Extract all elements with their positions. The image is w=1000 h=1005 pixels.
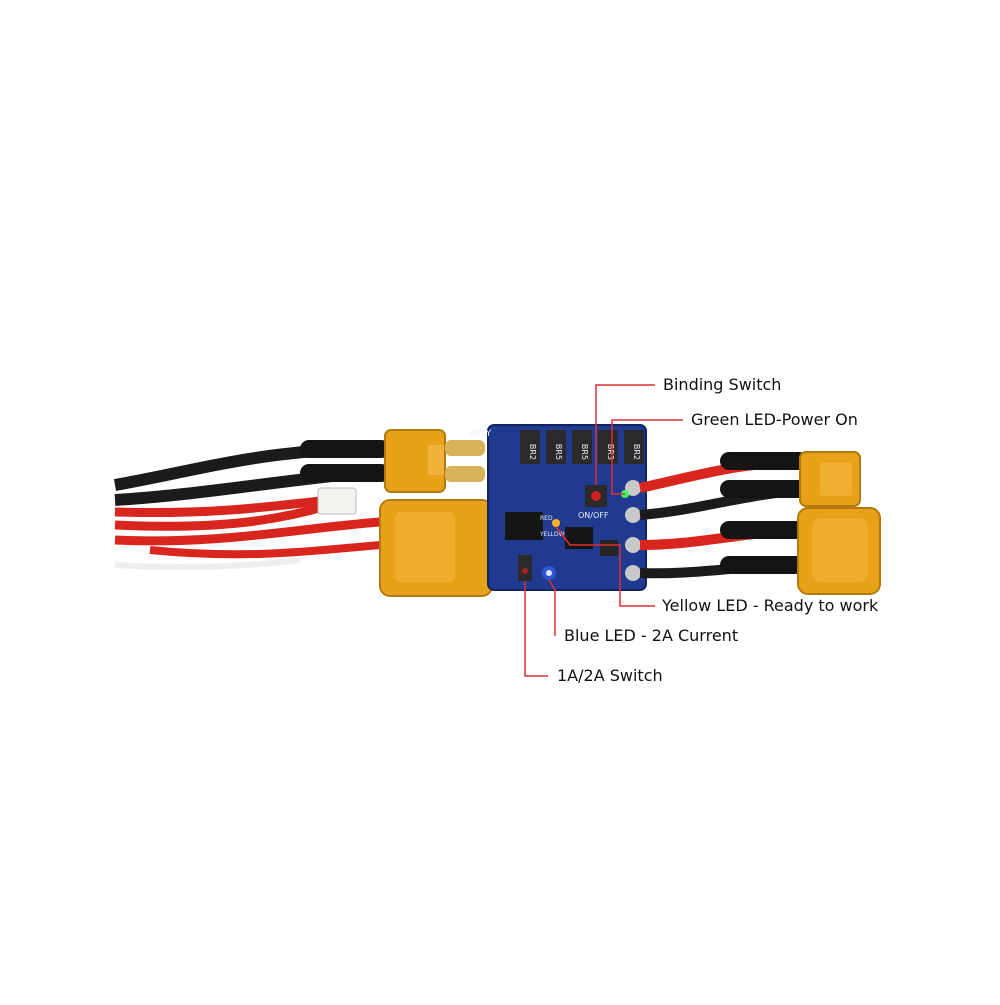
heat-shrink — [300, 440, 390, 458]
callout-leaders — [524, 384, 683, 677]
onoff-label: ON/OFF — [578, 511, 609, 520]
yellow-led-label: YELLOW — [539, 531, 565, 538]
red-led-label: RED — [540, 515, 553, 522]
callout-yellow-led: Yellow LED - Ready to work — [662, 596, 879, 615]
callout-1a2a-switch: 1A/2A Switch — [557, 666, 663, 685]
resistor-label: BR3 — [606, 444, 615, 460]
leader-green-led — [611, 419, 683, 495]
callout-binding-switch: Binding Switch — [663, 375, 782, 394]
resistor-label: BR2 — [632, 444, 641, 460]
xt60-connector-left — [379, 499, 493, 597]
yellow-led — [552, 519, 560, 527]
resistor-label: BR2 — [528, 444, 537, 460]
right-wire-bundle — [638, 452, 808, 579]
leader-1a2a-switch — [524, 581, 548, 677]
xt30-connector-right — [799, 451, 861, 507]
xt60-connector-right — [797, 507, 881, 595]
pcb-board: BR2 BR5 BR5 BR3 BR2 VIFLY ON/OFF RED YEL… — [468, 424, 647, 591]
leader-yellow-led — [555, 526, 655, 607]
xt30-connector-left — [384, 429, 485, 493]
balance-connector — [317, 487, 357, 515]
resistor-label: BR5 — [554, 444, 563, 460]
leader-binding-switch — [595, 384, 655, 485]
resistor-label: BR5 — [580, 444, 589, 460]
callout-green-led: Green LED-Power On — [691, 410, 858, 429]
callout-blue-led: Blue LED - 2A Current — [564, 626, 739, 645]
leader-blue-led — [548, 579, 556, 636]
heat-shrink — [300, 464, 390, 482]
brand-label: VIFLY — [468, 429, 492, 439]
blue-led — [546, 570, 552, 576]
